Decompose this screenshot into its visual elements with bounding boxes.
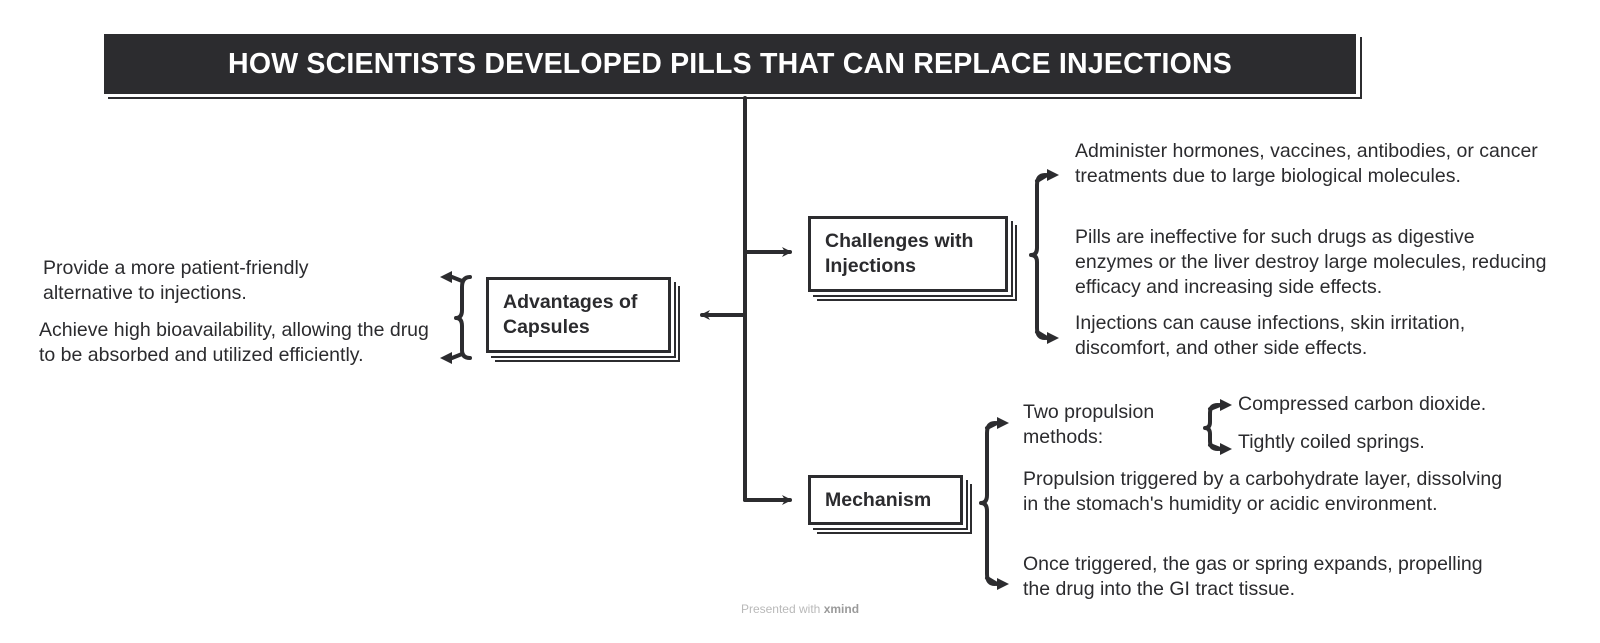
bracket-challenges-arrow-2 <box>1035 330 1049 340</box>
node-mechanism[interactable]: Mechanism <box>808 475 963 525</box>
node-challenges-label: Challenges with Injections <box>825 230 974 277</box>
node-mechanism-label: Mechanism <box>825 488 932 511</box>
diagram-title: HOW SCIENTISTS DEVELOPED PILLS THAT CAN … <box>228 47 1232 80</box>
challenges-item-2: Pills are ineffective for such drugs as … <box>1075 226 1547 298</box>
bracket-advantages-arrow-1 <box>450 275 464 283</box>
bracket-mechanism-arrow-1 <box>985 421 999 430</box>
mechanism-item-2: Propulsion triggered by a carbohydrate l… <box>1023 468 1503 515</box>
challenges-item-1: Administer hormones, vaccines, antibodie… <box>1075 140 1538 187</box>
footer-credit: Presented with xmind <box>0 602 1600 616</box>
bracket-advantages <box>454 275 472 360</box>
advantages-item-1: Provide a more patient-friendly alternat… <box>43 257 309 304</box>
bracket-propulsion-arrow-1 <box>1208 403 1222 411</box>
footer-brand: xmind <box>823 602 860 616</box>
mechanism-item-1: Two propulsion methods: <box>1023 401 1155 448</box>
bracket-propulsion <box>1203 403 1220 451</box>
mechanism-subitem-1: Compressed carbon dioxide. <box>1238 393 1487 415</box>
challenges-item-3: Injections can cause infections, skin ir… <box>1075 312 1466 359</box>
bracket-propulsion-arrow-2 <box>1208 443 1222 451</box>
bracket-challenges <box>1029 173 1047 340</box>
bracket-challenges-arrow-1 <box>1035 173 1049 183</box>
bracket-advantages-arrow-2 <box>450 352 464 360</box>
mechanism-item-3: Once triggered, the gas or spring expand… <box>1023 553 1483 600</box>
title-bar: HOW SCIENTISTS DEVELOPED PILLS THAT CAN … <box>104 34 1356 94</box>
node-advantages-label: Advantages of Capsules <box>503 291 638 338</box>
bracket-mechanism <box>979 421 997 586</box>
bracket-mechanism-arrow-2 <box>985 576 999 586</box>
advantages-item-2: Achieve high bioavailability, allowing t… <box>39 319 429 366</box>
footer-prefix: Presented with <box>740 602 821 616</box>
mechanism-subitem-2: Tightly coiled springs. <box>1238 431 1425 453</box>
node-advantages[interactable]: Advantages of Capsules <box>486 277 671 353</box>
node-challenges[interactable]: Challenges with Injections <box>808 216 1008 292</box>
